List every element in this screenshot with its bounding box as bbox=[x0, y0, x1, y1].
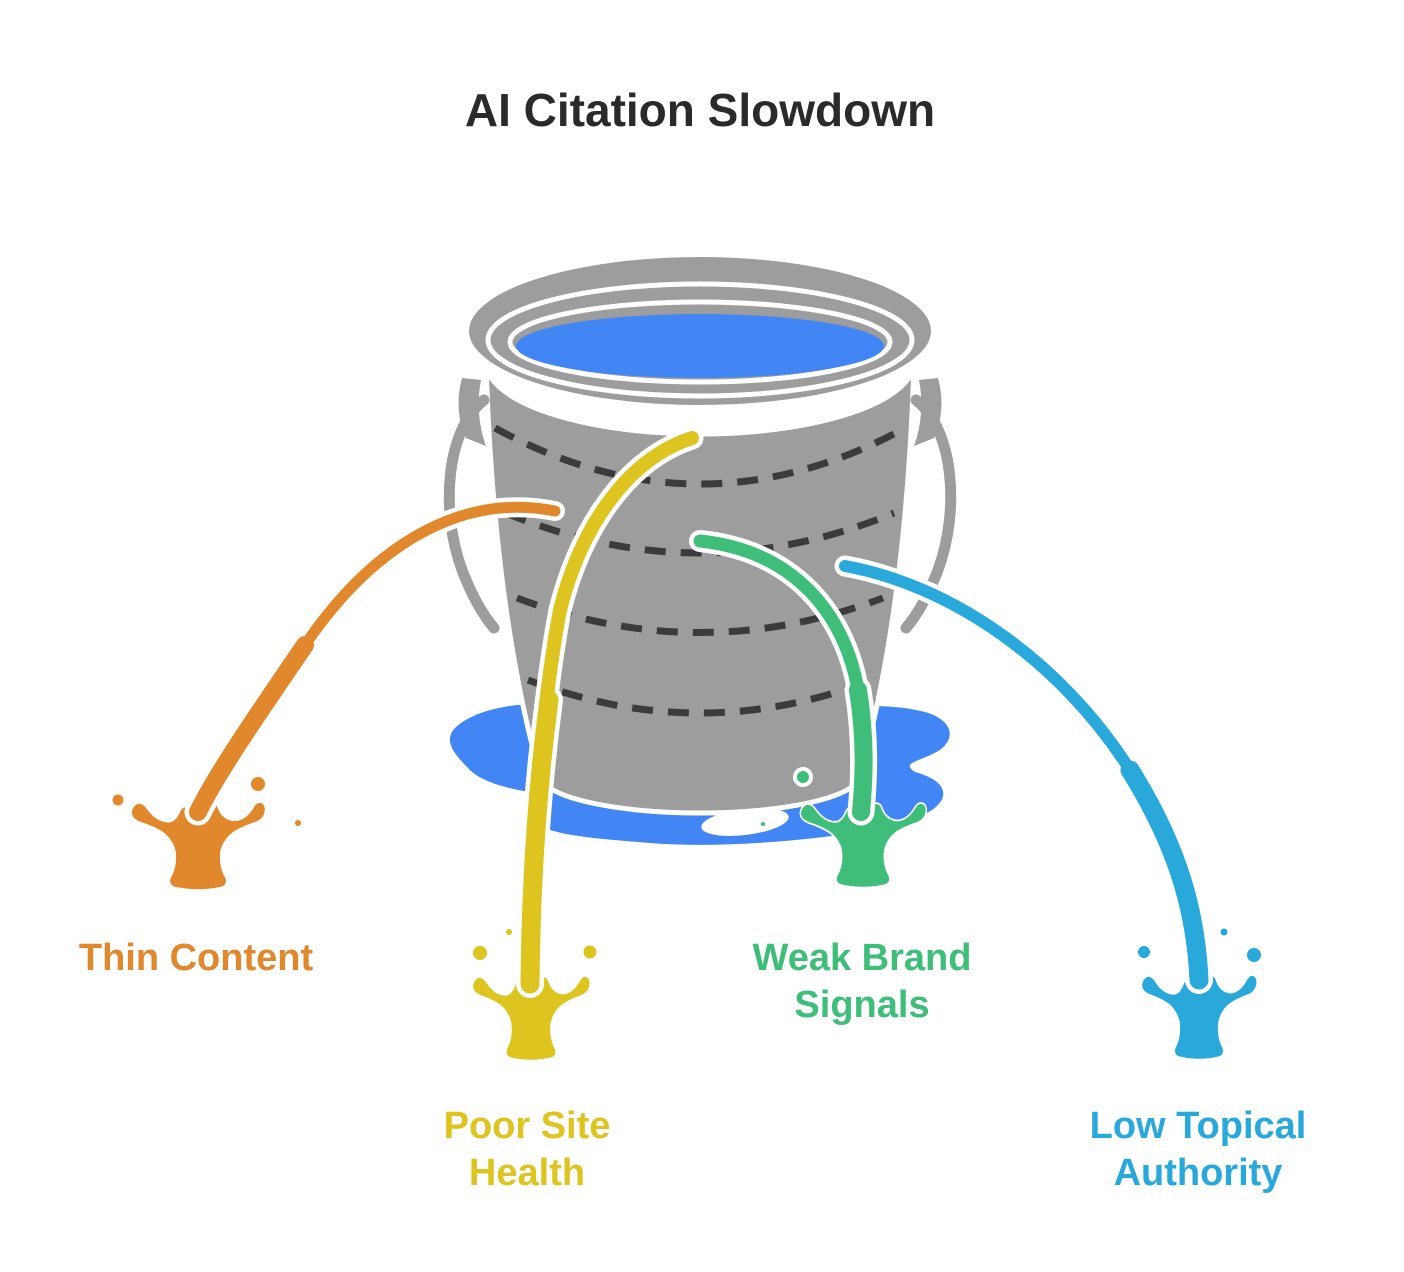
stream-poor-site-health-lower bbox=[520, 690, 559, 994]
label-low-topical-authority-line1: Low Topical bbox=[1090, 1105, 1307, 1147]
droplet bbox=[112, 794, 124, 806]
droplet bbox=[251, 777, 265, 791]
label-thin-content: Thin Content bbox=[79, 937, 314, 979]
bucket-hoop-dashed-4 bbox=[526, 676, 874, 717]
bucket-hoop-dashed-2 bbox=[504, 509, 896, 557]
leak-streams bbox=[184, 426, 1213, 998]
droplet bbox=[1138, 946, 1150, 958]
water-drop-on-puddle bbox=[758, 819, 768, 829]
bucket-handle-lug-right bbox=[914, 378, 942, 446]
droplet bbox=[1220, 928, 1228, 936]
droplet bbox=[295, 820, 301, 826]
bucket-handle-lug-left bbox=[458, 378, 486, 446]
droplet bbox=[1247, 948, 1261, 962]
label-weak-brand-signals-line1: Weak Brand bbox=[753, 937, 972, 979]
label-poor-site-health-line2: Health bbox=[469, 1152, 585, 1194]
droplet bbox=[473, 946, 487, 960]
droplet bbox=[583, 945, 597, 959]
stream-weak-brand-signals-lower bbox=[849, 681, 873, 821]
bucket-rim-inner-line-inner bbox=[507, 299, 893, 385]
bucket-handle-right bbox=[900, 394, 957, 634]
label-poor-site-health-line1: Poor Site bbox=[444, 1105, 611, 1147]
bucket-water-surface bbox=[516, 314, 884, 378]
stream-low-topical-authority-lower bbox=[1120, 760, 1209, 990]
water-drop-on-bucket bbox=[793, 767, 813, 787]
droplet bbox=[506, 929, 512, 935]
bucket-rim-inner-line-outer bbox=[485, 281, 915, 399]
leak-splashes bbox=[112, 777, 1261, 1062]
bucket-handle-left bbox=[443, 394, 500, 634]
stream-thin-content-lower bbox=[189, 636, 314, 821]
diagram-title: AI Citation Slowdown bbox=[465, 84, 935, 136]
bucket-hoop-dashed-1 bbox=[493, 424, 907, 488]
label-weak-brand-signals-line2: Signals bbox=[794, 984, 929, 1026]
label-low-topical-authority-line2: Authority bbox=[1114, 1152, 1283, 1194]
